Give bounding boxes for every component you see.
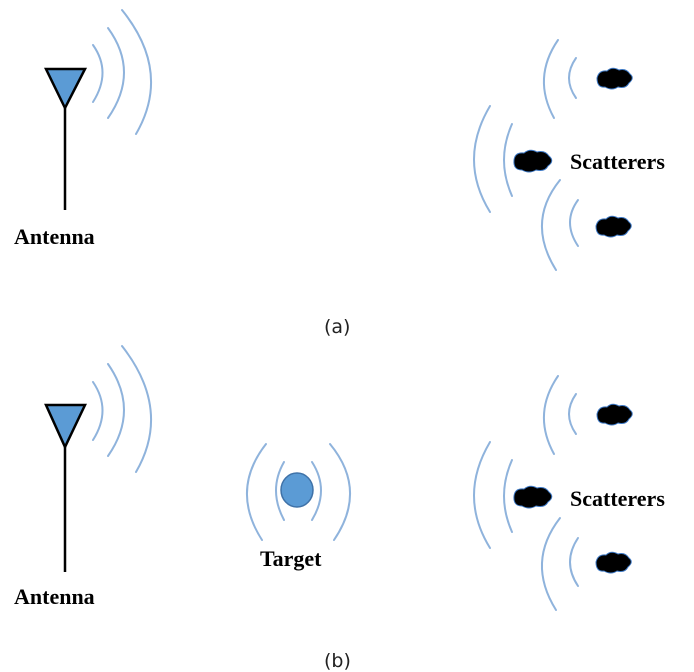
caption-a: (a) [324, 316, 350, 338]
wave-arc [569, 199, 579, 247]
wave-arc [107, 27, 125, 119]
scatterers-group [473, 375, 633, 611]
antenna-label: Antenna [14, 584, 95, 609]
wave-arc [275, 461, 285, 521]
scatterers-label: Scatterers [570, 149, 665, 174]
wave-arc [540, 517, 561, 611]
wave-arc [543, 375, 559, 455]
wave-arc [473, 441, 491, 549]
wave-arc [503, 123, 513, 197]
wave-arc [543, 39, 559, 119]
antenna-head [44, 403, 87, 450]
antenna-icon [44, 67, 88, 210]
scatterer-icon [595, 215, 632, 238]
wave-arc [92, 381, 104, 441]
scatterer-icon [596, 403, 633, 426]
wave-arc [473, 105, 491, 213]
panel-b: Antenna Target Scatterers (b) [14, 345, 665, 672]
target-icon [280, 472, 314, 508]
panel-a: Antenna Scatterers (a) [14, 9, 665, 338]
wave-arc [245, 443, 267, 541]
scatterer-icon [513, 149, 553, 173]
antenna-label: Antenna [14, 224, 95, 249]
wave-arc [121, 345, 152, 473]
wave-arc [329, 443, 352, 541]
wave-arc [503, 459, 513, 533]
wave-arc [540, 179, 561, 271]
scatterer-icon [595, 551, 632, 574]
scatterer-icon [513, 485, 553, 509]
wave-arc [92, 44, 104, 103]
wave-arc [107, 363, 125, 457]
scatterers-group [473, 39, 633, 271]
target-group [245, 443, 352, 541]
antenna-waves [92, 345, 152, 473]
wave-arc [568, 393, 577, 435]
antenna-icon [44, 403, 87, 572]
antenna-head [44, 67, 88, 111]
wave-arc [121, 9, 153, 135]
caption-b: (b) [324, 650, 351, 672]
wave-arc [569, 537, 579, 587]
scatterers-label: Scatterers [570, 486, 665, 511]
target-label: Target [260, 546, 322, 571]
antenna-waves [92, 9, 153, 135]
wave-arc [311, 461, 322, 521]
scatterer-icon [596, 67, 633, 90]
wave-arc [568, 57, 577, 99]
